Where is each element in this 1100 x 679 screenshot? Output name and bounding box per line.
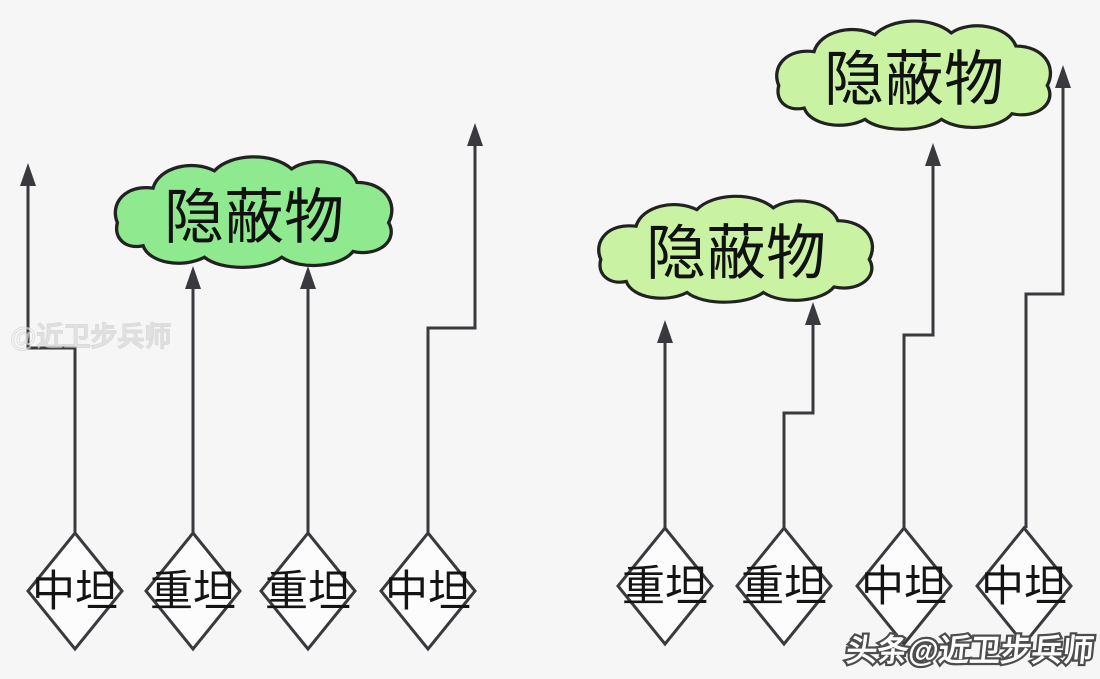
arrowhead-icon — [467, 123, 483, 146]
tank-node — [26, 530, 124, 652]
watermark-toutiao-text: 头条@近卫步兵师 — [845, 633, 1096, 668]
left-formation-arrows — [20, 123, 483, 537]
tank-node — [616, 525, 714, 647]
tank-label: 重坦 — [622, 563, 708, 611]
arrowhead-icon — [20, 163, 36, 186]
arrowhead-icon — [657, 320, 673, 343]
right-formation-tanks: 重坦 重坦 中坦 中坦 — [616, 525, 1073, 647]
arrow-line-medium-tank-1 — [26, 186, 77, 535]
left-formation-tanks: 中坦 重坦 重坦 中坦 — [26, 530, 477, 652]
arrow-line-heavy-tank-4 — [782, 325, 815, 528]
tank-node — [855, 525, 953, 647]
right-formation-arrows — [657, 65, 1071, 530]
tank-label: 中坦 — [385, 568, 471, 616]
arrowhead-icon — [1055, 65, 1071, 88]
tank-node — [259, 530, 357, 652]
tank-node — [735, 525, 833, 647]
arrowhead-icon — [300, 266, 316, 289]
tank-label: 重坦 — [741, 563, 827, 611]
tank-node — [144, 530, 242, 652]
arrow-line-medium-tank-4 — [1024, 88, 1065, 528]
tank-label: 中坦 — [32, 568, 118, 616]
right-cover-top-label: 隐蔽物 — [824, 46, 1004, 113]
arrowhead-icon — [185, 266, 201, 289]
tank-node — [975, 525, 1073, 647]
watermark-toutiao: 头条@近卫步兵师 — [842, 631, 1097, 670]
watermark-author-faint: @近卫步兵师 — [10, 322, 171, 352]
tank-label: 重坦 — [265, 568, 351, 616]
arrow-line-medium-tank-2 — [426, 146, 477, 533]
arrowhead-icon — [805, 302, 821, 325]
right-cover-mid-label: 隐蔽物 — [646, 220, 826, 287]
arrowhead-icon — [925, 143, 941, 166]
tank-label: 重坦 — [150, 568, 236, 616]
arrow-line-medium-tank-3 — [902, 166, 935, 530]
tank-label: 中坦 — [861, 563, 947, 611]
tank-node — [379, 530, 477, 652]
left-cover-label: 隐蔽物 — [164, 184, 344, 251]
tank-label: 中坦 — [981, 563, 1067, 611]
